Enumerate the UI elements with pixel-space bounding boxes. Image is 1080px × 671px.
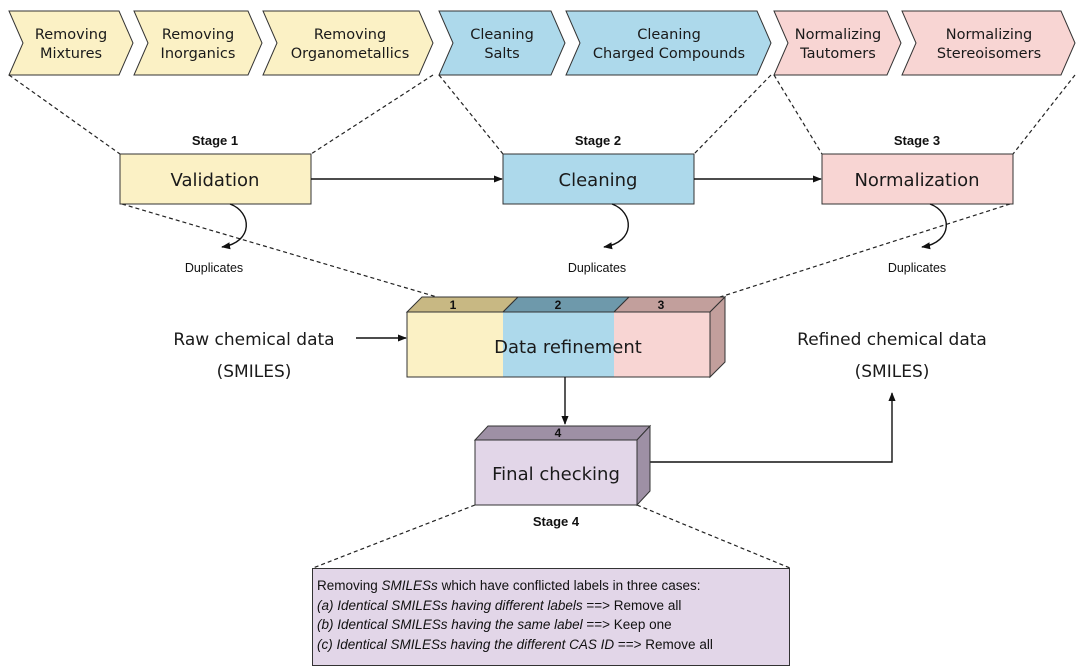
- stage-3-label: Stage 3: [894, 133, 940, 148]
- stage-2-label: Stage 2: [575, 133, 621, 148]
- duplicates-label-1: Duplicates: [185, 261, 243, 275]
- svg-text:Normalizing: Normalizing: [795, 27, 882, 43]
- svg-text:Removing: Removing: [35, 27, 107, 43]
- output-line-1: Refined chemical data: [797, 330, 987, 350]
- final-checking-label: Final checking: [492, 464, 620, 485]
- input-line-1: Raw chemical data: [173, 330, 334, 350]
- svg-text:Cleaning: Cleaning: [470, 27, 534, 43]
- conflict-rules-box: Removing SMILESs which have conflicted l…: [312, 568, 790, 666]
- final-checking-box: 4 Final checking: [473, 424, 652, 507]
- svg-text:Salts: Salts: [484, 46, 519, 62]
- step-cleaning-charged-compounds: Cleaning Charged Compounds: [565, 10, 772, 76]
- step-removing-mixtures: Removing Mixtures: [8, 10, 134, 76]
- step-removing-inorganics: Removing Inorganics: [133, 10, 263, 76]
- rule-b: (b) Identical SMILESs having the same la…: [317, 617, 672, 633]
- svg-text:Charged Compounds: Charged Compounds: [593, 46, 745, 62]
- segment-number-3: 3: [658, 298, 665, 312]
- svg-text:Normalization: Normalization: [854, 170, 979, 191]
- svg-text:Cleaning: Cleaning: [559, 170, 638, 191]
- segment-number-2: 2: [555, 298, 562, 312]
- data-refinement-box: 1 2 3 Data refinement: [405, 295, 727, 379]
- svg-text:Removing: Removing: [314, 27, 386, 43]
- step-cleaning-salts: Cleaning Salts: [438, 10, 566, 76]
- svg-text:Removing: Removing: [162, 27, 234, 43]
- input-line-2: (SMILES): [217, 362, 292, 382]
- svg-text:Validation: Validation: [171, 170, 260, 191]
- svg-text:Organometallics: Organometallics: [291, 46, 410, 62]
- step-normalizing-stereoisomers: Normalizing Stereoisomers: [901, 10, 1076, 76]
- duplicates-label-2: Duplicates: [568, 261, 626, 275]
- step-removing-organometallics: Removing Organometallics: [262, 10, 434, 76]
- svg-text:Mixtures: Mixtures: [40, 46, 102, 62]
- rule-a: (a) Identical SMILESs having different l…: [317, 597, 682, 613]
- output-line-2: (SMILES): [855, 362, 930, 382]
- segment-number-1: 1: [450, 298, 457, 312]
- rule-c: (c) Identical SMILESs having the differe…: [317, 636, 713, 652]
- step-normalizing-tautomers: Normalizing Tautomers: [773, 10, 902, 76]
- notes-intro: Removing SMILESs which have conflicted l…: [317, 578, 701, 593]
- svg-text:Stereoisomers: Stereoisomers: [937, 46, 1041, 62]
- callout-lines: [8, 74, 1076, 569]
- svg-text:Inorganics: Inorganics: [161, 46, 236, 62]
- duplicates-label-3: Duplicates: [888, 261, 946, 275]
- arrow-final-to-output: [650, 392, 896, 463]
- normalization-box: Normalization: [821, 153, 1014, 205]
- cleaning-box: Cleaning: [502, 153, 695, 205]
- segment-number-4: 4: [555, 426, 562, 440]
- svg-text:Normalizing: Normalizing: [946, 27, 1033, 43]
- stage-1-label: Stage 1: [192, 133, 238, 148]
- duplicates-arrows: [221, 203, 947, 250]
- validation-box: Validation: [119, 153, 312, 205]
- svg-text:Tautomers: Tautomers: [799, 46, 876, 62]
- data-refinement-label: Data refinement: [494, 337, 642, 358]
- stage-4-label: Stage 4: [533, 514, 580, 529]
- svg-text:Cleaning: Cleaning: [637, 27, 701, 43]
